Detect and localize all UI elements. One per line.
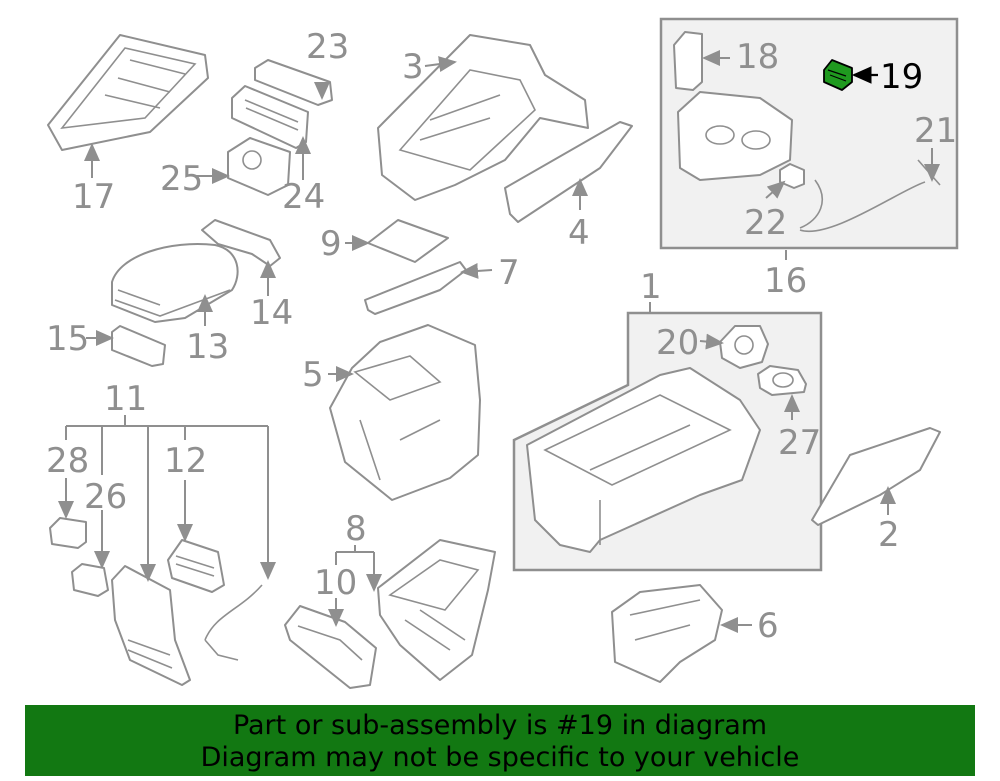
part-1-drawing	[526, 367, 761, 553]
part-13-drawing	[111, 243, 239, 323]
part-5-drawing	[329, 324, 481, 501]
part-15-drawing	[111, 325, 166, 367]
callout-2: 2	[878, 515, 900, 555]
callout-19-highlighted: 19	[880, 57, 923, 97]
part-26-drawing	[71, 563, 109, 597]
callout-6: 6	[757, 606, 779, 646]
part-10-drawing	[284, 605, 377, 689]
part-22-drawing	[779, 163, 805, 189]
callout-22: 22	[744, 203, 787, 243]
part-2-drawing	[811, 427, 941, 526]
part-4-drawing	[504, 121, 633, 223]
callout-1: 1	[640, 267, 662, 307]
callout-11-bracket	[65, 415, 276, 582]
callout-4: 4	[568, 213, 590, 253]
callout-23: 23	[306, 27, 349, 67]
callout-21: 21	[914, 111, 957, 151]
callout-26: 26	[84, 477, 127, 517]
callout-12: 12	[164, 441, 207, 481]
part-27-drawing	[757, 365, 807, 396]
part-9-drawing	[367, 219, 449, 263]
leader-lines	[58, 50, 940, 633]
part-11-harness-drawing	[204, 584, 263, 661]
callout-27: 27	[778, 423, 821, 463]
banner-line-2: Diagram may not be specific to your vehi…	[200, 742, 800, 773]
callout-24: 24	[282, 177, 325, 217]
callout-8: 8	[345, 509, 367, 549]
part-28-drawing	[49, 517, 87, 549]
part-25-drawing	[227, 137, 291, 196]
part-23-drawing	[254, 59, 333, 106]
callout-18: 18	[736, 37, 779, 77]
part-3-drawing	[377, 34, 589, 201]
part-7-drawing	[364, 261, 467, 315]
callout-11: 11	[104, 379, 147, 419]
callout-15: 15	[46, 319, 89, 359]
part-6-drawing	[611, 584, 723, 683]
part-11-drawing	[111, 565, 191, 686]
callout-16: 16	[764, 261, 807, 301]
callout-9: 9	[320, 224, 342, 264]
part-8-drawing	[377, 539, 496, 681]
callout-25: 25	[160, 159, 203, 199]
callout-10: 10	[314, 563, 357, 603]
callout-5: 5	[302, 355, 324, 395]
part-16-drawing	[677, 91, 793, 181]
callout-8-bracket	[335, 545, 382, 592]
part-17-drawing	[47, 34, 209, 151]
callout-14: 14	[250, 293, 293, 333]
info-banner: Part or sub-assembly is #19 in diagram D…	[25, 705, 975, 776]
callout-7: 7	[498, 253, 520, 293]
part-18-drawing	[673, 31, 703, 91]
part-12-drawing	[167, 539, 225, 593]
callout-28: 28	[46, 441, 89, 481]
part-20-drawing	[719, 325, 769, 369]
callout-20: 20	[656, 323, 699, 363]
callout-3: 3	[402, 47, 424, 87]
callout-17: 17	[72, 177, 115, 217]
banner-line-1: Part or sub-assembly is #19 in diagram	[232, 710, 768, 741]
callout-13: 13	[186, 327, 229, 367]
